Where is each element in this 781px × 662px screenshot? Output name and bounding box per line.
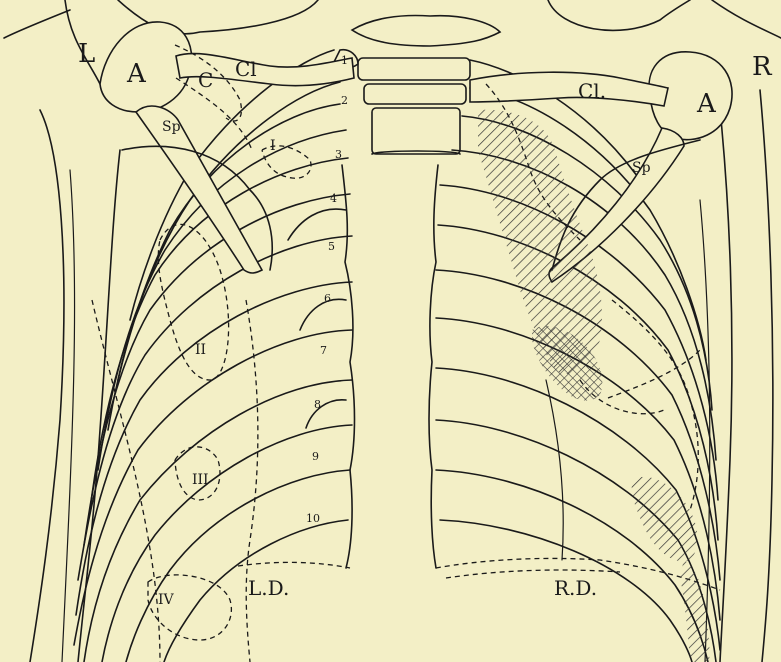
label-diaphragm-left: L.D.: [248, 576, 289, 600]
vertebral-edge-right: [429, 165, 438, 568]
label-region-IV: IV: [158, 592, 175, 608]
label-coracoid: C: [198, 68, 213, 92]
label-rib-7: 7: [320, 344, 327, 357]
vertebra-3: [372, 108, 460, 154]
label-rib-4: 4: [330, 192, 337, 205]
label-acromion-right: A: [696, 89, 717, 119]
label-rib-5: 5: [328, 240, 335, 253]
label-acromion-left: A: [126, 59, 147, 89]
label-rib-9: 9: [312, 450, 319, 463]
hatched-costophrenic: [680, 560, 710, 662]
label-rib-3: 3: [335, 148, 342, 161]
label-diaphragm-right: R.D.: [554, 576, 597, 600]
vertebra-1: [358, 58, 470, 80]
label-spine-left: Sp: [162, 119, 181, 135]
vertebra-2: [364, 84, 466, 104]
label-side-right: R: [752, 52, 773, 82]
left-ribs: [74, 50, 358, 662]
label-rib-10: 10: [306, 512, 320, 525]
vertebral-edge-left: [342, 165, 355, 568]
label-rib-6: 6: [324, 292, 331, 305]
label-rib-2: 2: [341, 94, 348, 107]
diaphragm-left-line: [238, 562, 350, 568]
label-region-I: I: [270, 138, 276, 154]
label-side-left: L: [78, 39, 95, 69]
label-rib-1: 1: [341, 54, 348, 67]
label-spine-right: Sp: [632, 160, 651, 176]
label-rib-8: 8: [314, 398, 321, 411]
left-scapula-spine: [136, 106, 262, 273]
hatched-lower-right: [632, 477, 698, 562]
vertebra-c7: [352, 16, 500, 46]
label-region-III: III: [192, 472, 209, 488]
label-clavicle-left: Cl: [235, 57, 257, 81]
label-clavicle-right: Cl.: [578, 79, 606, 103]
label-region-II: II: [195, 342, 206, 358]
